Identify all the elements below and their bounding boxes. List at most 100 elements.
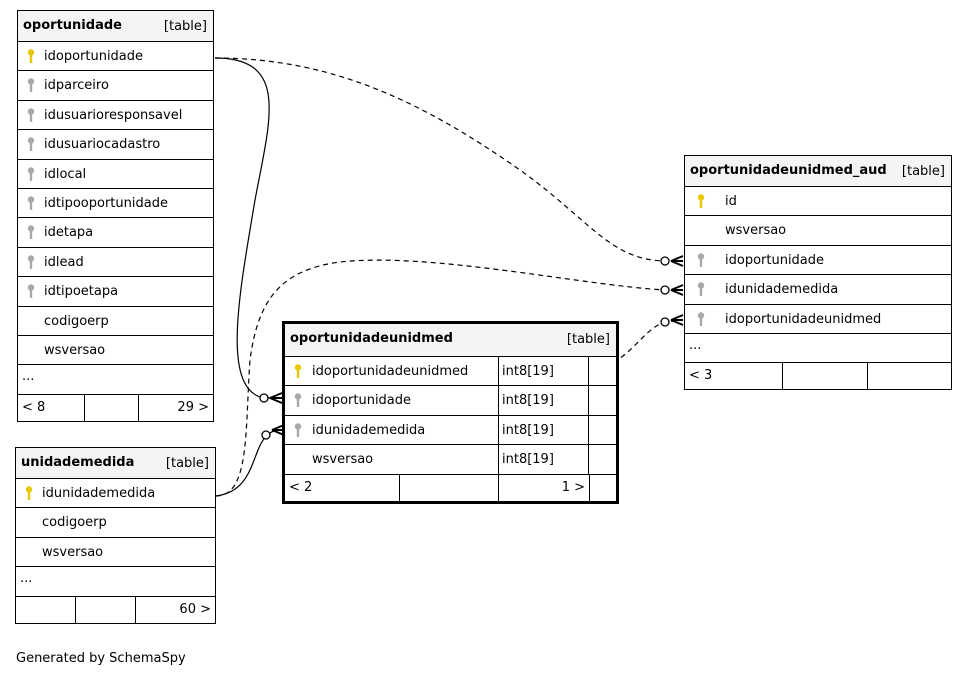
table-kind: [table] bbox=[566, 332, 610, 347]
generated-by-text: Generated by SchemaSpy bbox=[16, 651, 186, 666]
column-type-cell: int8[19] bbox=[498, 357, 589, 386]
column-row[interactable]: codigoerp bbox=[18, 307, 213, 336]
relation-unidademedida-to-oportunidadeunidmed bbox=[215, 429, 281, 497]
column-row[interactable]: idlocal bbox=[18, 160, 213, 189]
column-name: idlead bbox=[44, 254, 84, 270]
column-name: wsversao bbox=[725, 223, 787, 239]
foreign-key-icon bbox=[27, 225, 35, 240]
table-name: oportunidadeunidmed bbox=[290, 331, 453, 346]
relation-endpoint-circle bbox=[660, 285, 670, 295]
column-row[interactable]: idoportunidade bbox=[685, 246, 951, 276]
foreign-key-icon bbox=[27, 255, 35, 270]
column-name: idunidademedida bbox=[312, 422, 426, 438]
column-name: wsversao bbox=[312, 452, 374, 468]
column-name: idoportunidadeunidmed bbox=[312, 364, 469, 379]
footer-parents-count: < 8 bbox=[22, 399, 46, 415]
table-name: unidademedida bbox=[21, 455, 135, 470]
relation-crowfoot bbox=[269, 392, 283, 404]
column-name: idoportunidade bbox=[44, 49, 144, 64]
column-type: int8[19] bbox=[502, 393, 554, 409]
column-row[interactable]: id bbox=[685, 187, 951, 217]
table-kind: [table] bbox=[901, 164, 945, 179]
column-name: idusuariocadastro bbox=[44, 137, 161, 153]
footer-children-count: 29 > bbox=[177, 399, 209, 415]
column-row[interactable]: idusuarioresponsavel bbox=[18, 101, 213, 131]
column-row[interactable]: idoportunidade bbox=[18, 42, 213, 72]
footer-parents-count: < 2 bbox=[289, 479, 313, 495]
column-name: codigoerp bbox=[44, 313, 109, 329]
table-header[interactable]: oportunidadeunidmed [table] bbox=[285, 324, 616, 357]
column-name: idtipoetapa bbox=[44, 284, 119, 300]
foreign-key-icon bbox=[697, 253, 705, 268]
column-row[interactable]: idlead bbox=[18, 248, 213, 278]
column-row[interactable]: idunidademedida bbox=[685, 275, 951, 305]
table-header[interactable]: oportunidadeunidmed_aud [table] bbox=[685, 156, 951, 187]
primary-key-icon bbox=[27, 49, 35, 64]
table-kind: [table] bbox=[165, 456, 209, 471]
relation-endpoint-circle bbox=[259, 393, 269, 403]
column-row[interactable]: wsversao int8[19] bbox=[285, 445, 616, 475]
column-type: int8[19] bbox=[502, 422, 554, 438]
table-header[interactable]: unidademedida [table] bbox=[16, 448, 215, 479]
foreign-key-icon bbox=[27, 166, 35, 182]
table-footer: < 8 29 > bbox=[18, 394, 213, 421]
column-row[interactable]: idunidademedida int8[19] bbox=[285, 415, 616, 446]
foreign-key-icon bbox=[27, 108, 35, 123]
column-name: id bbox=[725, 194, 737, 209]
relation-endpoint-circle bbox=[660, 256, 670, 266]
table-footer: 60 > bbox=[16, 596, 215, 623]
relation-crowfoot bbox=[670, 255, 684, 267]
column-row[interactable]: idoportunidadeunidmed bbox=[685, 305, 951, 334]
foreign-key-icon bbox=[294, 423, 302, 438]
relation-crowfoot bbox=[670, 284, 684, 296]
column-row[interactable]: wsversao bbox=[18, 336, 213, 366]
foreign-key-icon bbox=[697, 282, 705, 297]
column-name: idetapa bbox=[44, 225, 94, 241]
more-columns: ... bbox=[16, 567, 215, 597]
primary-key-icon bbox=[25, 486, 33, 501]
table-header[interactable]: oportunidade [table] bbox=[18, 11, 213, 42]
column-row[interactable]: idusuariocadastro bbox=[18, 130, 213, 160]
more-columns: ... bbox=[685, 334, 951, 364]
table-kind: [table] bbox=[163, 19, 207, 34]
foreign-key-icon bbox=[697, 311, 705, 327]
column-row[interactable]: idoportunidadeunidmed int8[19] bbox=[285, 357, 616, 387]
column-type-cell: int8[19] bbox=[498, 415, 589, 445]
table-footer: < 3 bbox=[685, 363, 951, 390]
column-type-cell: int8[19] bbox=[498, 386, 589, 415]
column-type: int8[19] bbox=[502, 364, 554, 379]
table-name: oportunidade bbox=[23, 18, 122, 33]
column-row[interactable]: codigoerp bbox=[16, 508, 215, 538]
more-columns: ... bbox=[18, 365, 213, 395]
primary-key-icon bbox=[294, 364, 302, 379]
table-name: oportunidadeunidmed_aud bbox=[690, 163, 887, 178]
column-row[interactable]: idetapa bbox=[18, 218, 213, 248]
relation-oportunidade-to-oportunidadeunidmed bbox=[214, 57, 280, 399]
column-row[interactable]: idtipooportunidade bbox=[18, 189, 213, 219]
footer-children-count: 1 > bbox=[561, 479, 585, 495]
primary-key-icon bbox=[697, 194, 705, 209]
table-oportunidade[interactable]: oportunidade [table] idoportunidade idpar… bbox=[17, 10, 214, 422]
table-oportunidadeunidmed-aud[interactable]: oportunidadeunidmed_aud [table] id wsvers… bbox=[684, 155, 952, 391]
column-name: idoportunidadeunidmed bbox=[725, 311, 882, 327]
column-row[interactable]: wsversao bbox=[685, 216, 951, 246]
column-row[interactable]: idtipoetapa bbox=[18, 277, 213, 307]
column-row[interactable]: idunidademedida bbox=[16, 479, 215, 509]
relation-oportunidade-to-aud bbox=[214, 57, 681, 262]
column-name: idtipooportunidade bbox=[44, 195, 168, 211]
column-name: idoportunidade bbox=[725, 252, 825, 268]
column-type: int8[19] bbox=[502, 452, 554, 468]
relation-endpoint-circle bbox=[261, 430, 271, 440]
column-row[interactable]: wsversao bbox=[16, 538, 215, 568]
relation-unidademedida-to-aud bbox=[215, 259, 681, 497]
relation-endpoint-circle bbox=[660, 317, 670, 327]
table-oportunidadeunidmed[interactable]: oportunidadeunidmed [table] idoportunida… bbox=[282, 321, 619, 504]
foreign-key-icon bbox=[27, 137, 35, 152]
column-name: wsversao bbox=[42, 544, 104, 560]
column-name: idlocal bbox=[44, 166, 87, 182]
column-name: idusuarioresponsavel bbox=[44, 107, 183, 123]
column-row[interactable]: idparceiro bbox=[18, 71, 213, 101]
relation-crowfoot bbox=[670, 314, 684, 326]
